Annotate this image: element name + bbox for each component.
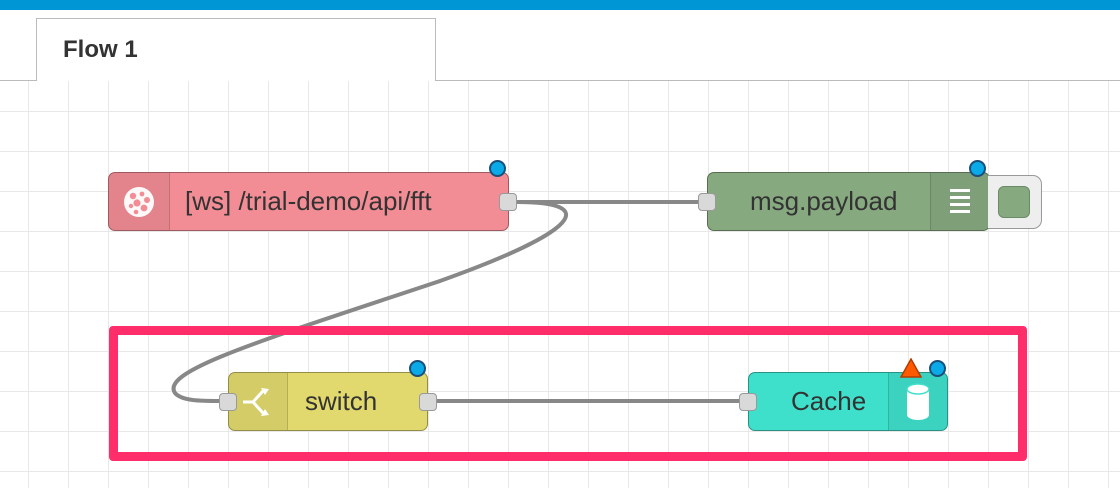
cache-input-port[interactable] [739,393,757,411]
tab-strip: Flow 1 [0,10,1120,82]
debug-list-icon [930,173,989,230]
warning-icon [900,358,922,378]
debug-label: msg.payload [750,186,898,216]
switch-input-port[interactable] [219,393,237,411]
debug-node[interactable]: msg.payload [707,172,990,231]
debug-input-port[interactable] [698,193,716,211]
tab-flow-1[interactable]: Flow 1 [36,18,436,82]
websocket-icon [109,173,170,230]
wires-layer [171,200,740,403]
flow-canvas[interactable]: [ws] /trial-demo/api/fft msg.payload [0,81,1120,488]
wire-ws-to-switch[interactable] [171,200,568,403]
debug-changed-indicator [969,160,986,177]
database-icon [888,373,947,430]
debug-toggle-indicator [998,186,1030,218]
cache-label: Cache [791,386,867,416]
ws-changed-indicator [489,160,506,177]
switch-changed-indicator [409,360,426,377]
top-accent-bar [0,0,1120,10]
cache-node[interactable]: Cache [748,372,948,431]
cache-changed-indicator [929,360,946,377]
ws-output-port[interactable] [499,193,517,211]
switch-icon [229,373,288,430]
websocket-in-label: [ws] /trial-demo/api/fft [185,186,432,216]
switch-output-port[interactable] [419,393,437,411]
debug-toggle-button[interactable] [988,175,1042,229]
switch-node[interactable]: switch [228,372,428,431]
switch-label: switch [305,386,378,416]
websocket-in-node[interactable]: [ws] /trial-demo/api/fft [108,172,509,231]
highlight-annotation [109,326,1027,461]
